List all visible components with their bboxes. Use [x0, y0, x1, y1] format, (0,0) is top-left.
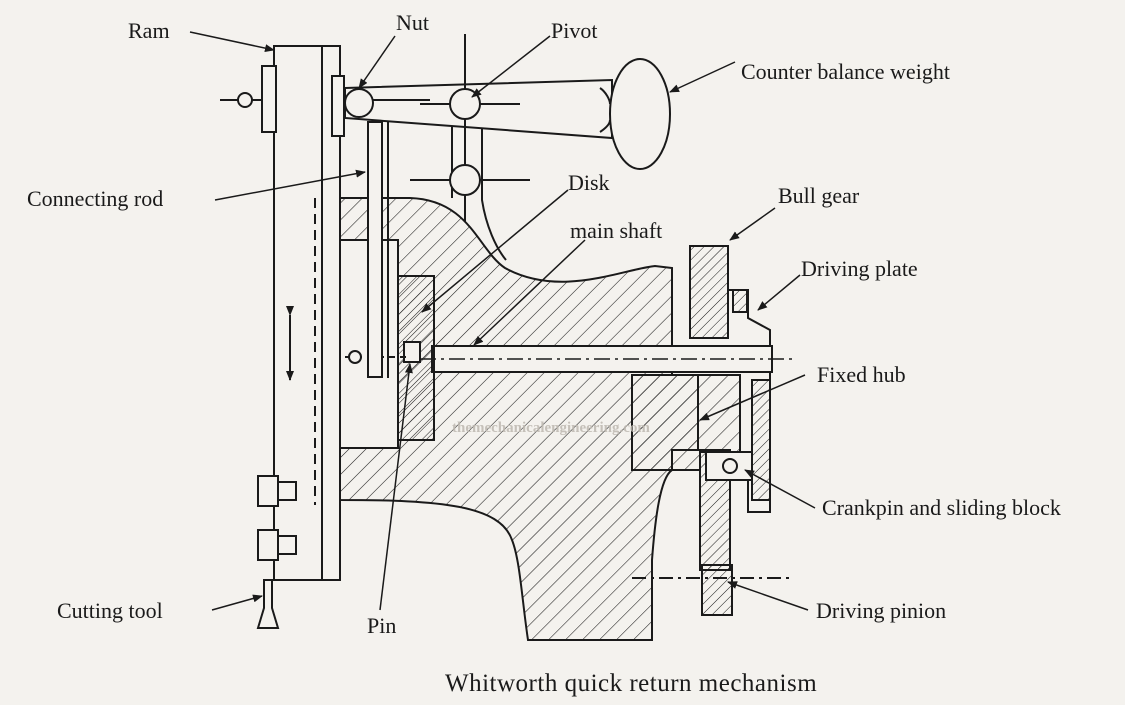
label-disk: Disk — [568, 170, 610, 195]
driving-pinion — [701, 564, 733, 616]
label-driving-plate: Driving plate — [801, 256, 918, 281]
label-nut: Nut — [396, 10, 429, 35]
label-counter-balance-weight: Counter balance weight — [741, 59, 950, 84]
label-crankpin-sliding-block: Crankpin and sliding block — [822, 495, 1061, 520]
figure-caption: Whitworth quick return mechanism — [445, 670, 818, 697]
label-pivot: Pivot — [551, 18, 598, 43]
label-ram: Ram — [128, 18, 170, 43]
nut-circle — [344, 88, 374, 118]
pivot-circle-lower — [449, 164, 481, 196]
label-pin: Pin — [367, 613, 397, 638]
connecting-rod — [367, 121, 383, 378]
counter-balance-weight — [609, 58, 671, 170]
label-fixed-hub: Fixed hub — [817, 362, 906, 387]
pin — [403, 341, 421, 363]
watermark-text: themechanicalengineering.com — [452, 420, 650, 436]
bull-gear — [689, 245, 729, 339]
cutting-tool-shape — [256, 579, 280, 629]
label-main-shaft: main shaft — [570, 218, 663, 243]
label-bull-gear: Bull gear — [778, 183, 860, 208]
label-cutting-tool: Cutting tool — [57, 598, 163, 623]
label-connecting-rod: Connecting rod — [27, 186, 164, 211]
label-driving-pinion: Driving pinion — [816, 598, 947, 623]
